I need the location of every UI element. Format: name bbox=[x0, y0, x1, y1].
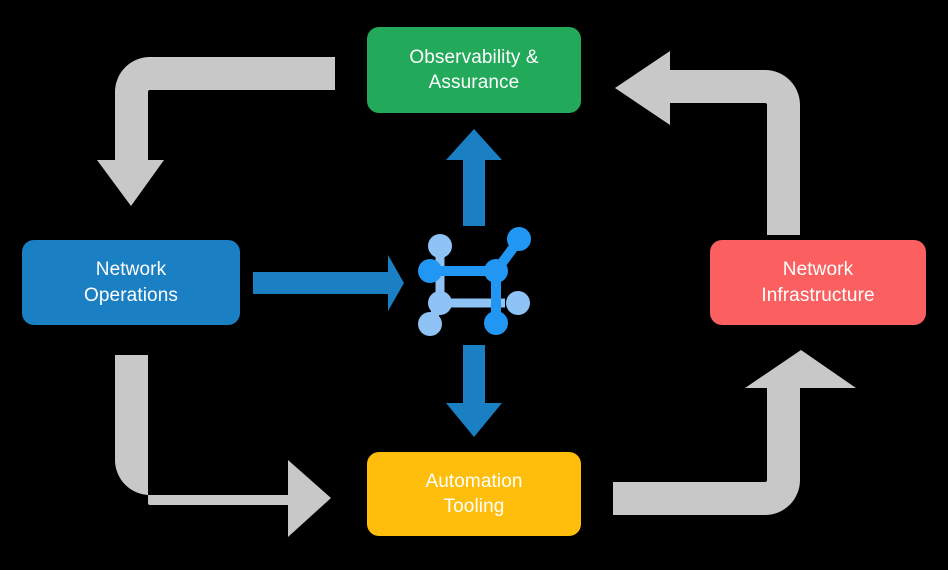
node-observability-assurance[interactable]: Observability & Assurance bbox=[367, 27, 581, 113]
connector-automation-to-infrastructure bbox=[613, 350, 856, 515]
node-network-operations[interactable]: Network Operations bbox=[22, 240, 240, 325]
network-graph-icon bbox=[418, 227, 531, 336]
connector-infrastructure-to-observability bbox=[615, 51, 800, 235]
connector-center-to-observability bbox=[446, 129, 502, 226]
node-network-infrastructure[interactable]: Network Infrastructure bbox=[710, 240, 926, 325]
connector-operations-to-automation bbox=[115, 355, 331, 537]
node-automation-tooling[interactable]: Automation Tooling bbox=[367, 452, 581, 536]
connector-center-to-automation bbox=[446, 345, 502, 437]
connector-operations-to-center bbox=[253, 255, 404, 311]
connector-observability-to-operations bbox=[97, 57, 335, 206]
